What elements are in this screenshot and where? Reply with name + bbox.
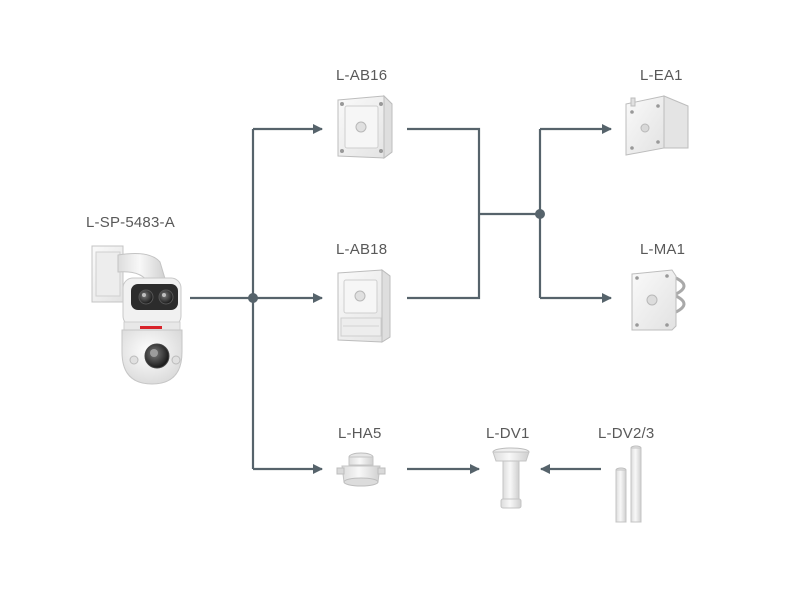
ptz-camera-icon xyxy=(91,245,183,385)
pendant-mount-icon xyxy=(492,447,530,509)
ha5-label: L-HA5 xyxy=(338,425,382,442)
ab18-label: L-AB18 xyxy=(336,241,388,258)
connector-ab16-out xyxy=(407,127,481,300)
dv1-label: L-DV1 xyxy=(486,425,530,442)
junction-box-large-icon xyxy=(337,269,391,343)
ea1-label: L-EA1 xyxy=(640,67,683,84)
connectors xyxy=(190,124,612,474)
extension-poles-icon xyxy=(615,445,642,523)
junction-dot-mounts xyxy=(535,209,545,219)
corner-mount-icon xyxy=(625,95,689,156)
junction-dot-main xyxy=(248,293,258,303)
ab16-label: L-AB16 xyxy=(336,67,388,84)
junction-box-icon xyxy=(337,94,393,159)
hanging-adapter-icon xyxy=(336,452,386,487)
ma1-label: L-MA1 xyxy=(640,241,686,258)
dv23-label: L-DV2/3 xyxy=(598,425,655,442)
pole-mount-icon xyxy=(631,269,686,331)
camera-label: L-SP-5483-A xyxy=(86,214,175,231)
